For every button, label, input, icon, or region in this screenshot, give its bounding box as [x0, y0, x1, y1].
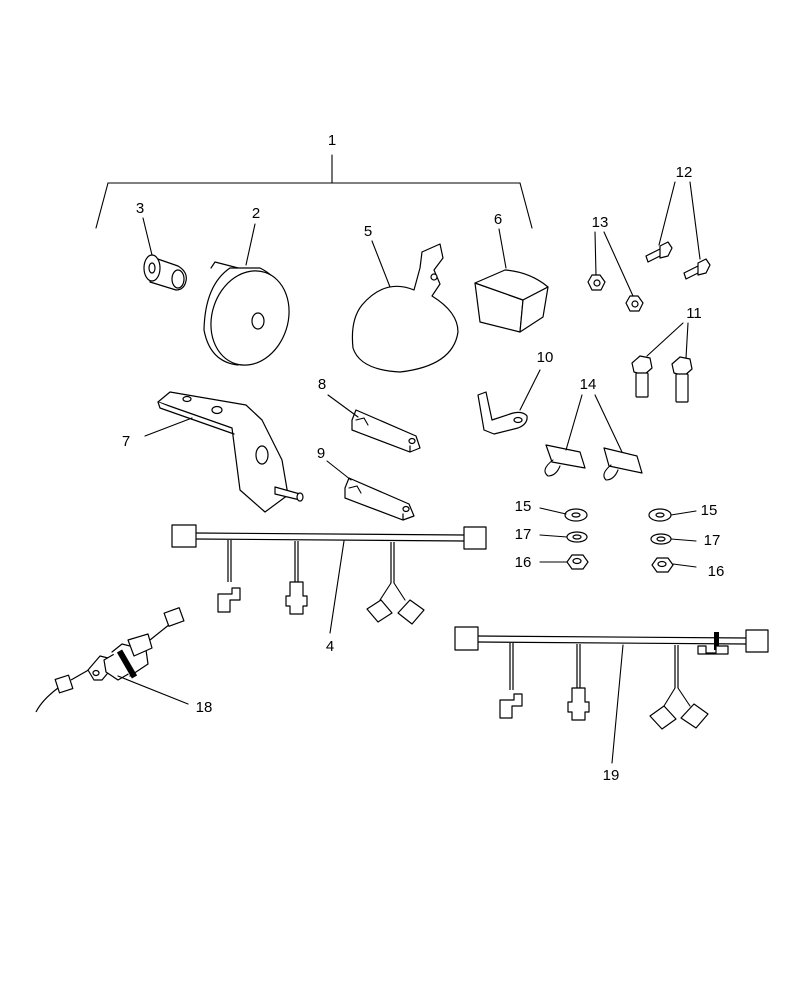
label-9: 9 — [317, 445, 325, 462]
label-7: 7 — [122, 433, 130, 450]
label-1: 1 — [328, 132, 336, 149]
callout-labels: 1 2 3 4 5 6 7 8 9 10 11 12 13 14 15 17 1… — [122, 132, 725, 784]
label-10: 10 — [537, 349, 554, 366]
label-15-left: 15 — [515, 498, 532, 515]
part-9-connector — [344, 477, 415, 521]
part-7-mounting-bracket — [157, 391, 304, 513]
part-2-horn — [203, 261, 290, 366]
label-17-right: 17 — [704, 532, 721, 549]
part-5-cover-plate — [351, 243, 459, 373]
label-4: 4 — [326, 638, 334, 655]
label-6: 6 — [494, 211, 502, 228]
label-8: 8 — [318, 376, 326, 393]
part-11-bolts — [631, 355, 693, 403]
part-13-nuts — [587, 274, 644, 312]
part-14-hooks — [544, 444, 643, 481]
label-3: 3 — [136, 200, 144, 217]
part-3-bushing — [143, 254, 187, 291]
label-16-left: 16 — [515, 554, 532, 571]
label-12: 12 — [676, 164, 693, 181]
label-13: 13 — [592, 214, 609, 231]
part-18-relay — [35, 607, 185, 713]
label-14: 14 — [580, 376, 597, 393]
kit-bracket — [95, 154, 533, 229]
part-10-clip — [477, 391, 528, 435]
part-19-harness — [454, 626, 769, 730]
label-19: 19 — [603, 767, 620, 784]
part-6-block — [474, 269, 549, 333]
label-18: 18 — [196, 699, 213, 716]
leader-lines — [117, 181, 701, 764]
label-11: 11 — [686, 305, 702, 322]
part-washers-nuts-left — [564, 508, 589, 570]
label-16-right: 16 — [708, 563, 725, 580]
label-17-left: 17 — [515, 526, 532, 543]
label-2: 2 — [252, 205, 260, 222]
label-15-right: 15 — [701, 502, 718, 519]
label-5: 5 — [364, 223, 372, 240]
part-12-bolts — [645, 241, 711, 280]
part-8-connector — [351, 409, 421, 453]
part-4-harness — [171, 524, 487, 625]
part-washers-nuts-right — [648, 508, 674, 573]
